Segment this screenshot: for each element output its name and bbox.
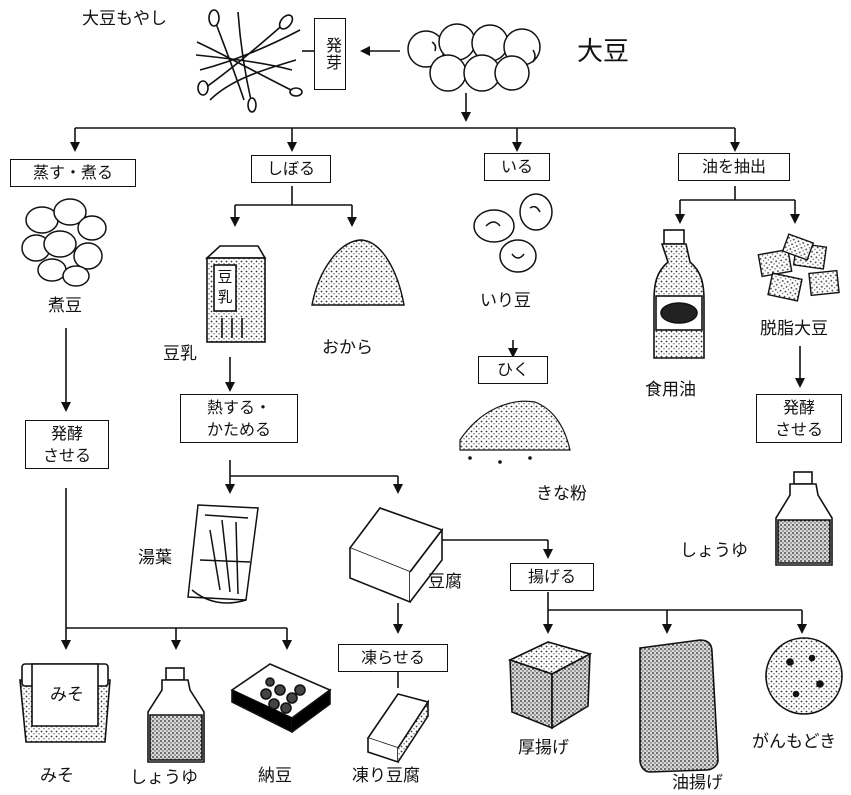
label-frozen-tofu: 凍り豆腐 — [352, 766, 420, 786]
label-soy-sauce-right: しょうゆ — [680, 541, 748, 561]
label-sprouts: 大豆もやし — [82, 9, 167, 29]
label-soymilk: 豆乳 — [163, 344, 197, 364]
label-defatted: 脱脂大豆 — [760, 319, 828, 339]
miso-container-illustration: みそ — [19, 663, 111, 743]
tofu-illustration — [348, 507, 444, 604]
aburaage-illustration — [639, 639, 719, 773]
bean-sprouts-illustration — [195, 9, 303, 113]
yuba-illustration — [187, 504, 259, 604]
box-ferment-right: 発酵 させる — [756, 394, 842, 444]
label-soybean: 大豆 — [577, 37, 630, 67]
ferment-right-line-2: させる — [774, 419, 823, 439]
carton-text-2: 乳 — [217, 288, 232, 306]
soy-sauce-bottle-bottom-illustration — [147, 667, 205, 763]
box-extract-oil: 油を抽出 — [678, 153, 790, 181]
label-oil: 食用油 — [645, 380, 696, 400]
box-germinate: 発芽 — [314, 18, 346, 90]
label-boiled-beans: 煮豆 — [48, 296, 82, 316]
box-grind: ひく — [478, 356, 548, 384]
ferment-left-line-1: 発酵 — [50, 424, 83, 443]
label-ganmodoki: がんもどき — [752, 732, 837, 752]
soybean-illustration — [407, 23, 541, 92]
boiled-beans-illustration — [21, 198, 107, 287]
soymilk-carton-illustration: 豆 乳 — [204, 245, 267, 343]
box-heat-solidify: 熱する・ かためる — [180, 394, 298, 444]
frozen-tofu-illustration — [366, 693, 430, 764]
box-freeze: 凍らせる — [338, 644, 448, 672]
box-steam-boil: 蒸す・煮る — [10, 159, 136, 187]
oil-bottle-illustration — [653, 229, 705, 359]
label-atsuage: 厚揚げ — [518, 738, 569, 758]
box-ferment-left: 発酵 させる — [25, 420, 109, 470]
box-roast: いる — [484, 153, 550, 181]
heat-line-1: 熱する・ — [206, 398, 271, 417]
label-okara: おから — [322, 338, 373, 358]
carton-text-1: 豆 — [217, 268, 232, 286]
ferment-left-line-2: させる — [42, 445, 91, 465]
label-miso: みそ — [40, 766, 74, 786]
soy-sauce-bottle-right-illustration — [775, 471, 833, 566]
label-kinako: きな粉 — [536, 484, 587, 504]
defatted-soybean-illustration — [757, 233, 840, 302]
kinako-illustration — [459, 400, 571, 464]
miso-lid-text: みそ — [50, 685, 84, 705]
label-tofu: 豆腐 — [428, 572, 462, 592]
label-natto: 納豆 — [258, 766, 292, 786]
okara-illustration — [311, 239, 405, 306]
atsuage-illustration — [507, 641, 593, 730]
label-yuba: 湯葉 — [138, 548, 172, 568]
label-aburaage: 油揚げ — [672, 773, 723, 793]
box-deep-fry: 揚げる — [510, 563, 594, 591]
ferment-right-line-1: 発酵 — [782, 398, 815, 417]
roasted-beans-illustration — [473, 193, 553, 273]
label-soy-sauce-bottom: しょうゆ — [130, 768, 198, 788]
label-roasted-beans: いり豆 — [480, 291, 531, 311]
box-squeeze: しぼる — [251, 155, 331, 183]
natto-tray-illustration — [230, 663, 332, 734]
ganmodoki-illustration — [765, 637, 843, 715]
heat-line-2: かためる — [206, 419, 271, 439]
